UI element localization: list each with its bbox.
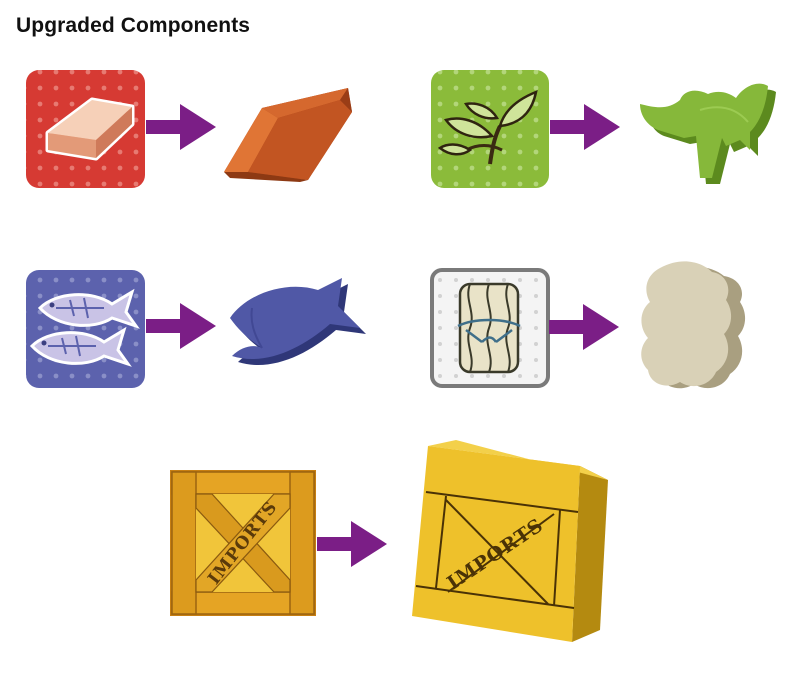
fish-icon [29, 288, 140, 367]
leaf-tile [431, 70, 549, 188]
leaf-icon [437, 89, 538, 165]
leaf-token [640, 83, 776, 184]
fish-tile [26, 270, 145, 388]
brick-token [224, 88, 352, 182]
transform-arrow [146, 104, 216, 150]
page-title: Upgraded Components [16, 14, 251, 37]
transform-arrow [317, 521, 387, 567]
transform-arrow [146, 303, 216, 349]
wool-token [641, 261, 746, 389]
fish-token [230, 278, 366, 366]
brick-tile [26, 70, 145, 188]
brick-icon [45, 97, 135, 161]
wool-bale-icon [457, 282, 521, 374]
crate-token: IMPORTS [412, 440, 608, 642]
wool-tile [430, 268, 550, 388]
transform-arrow [549, 304, 619, 350]
transform-arrow [550, 104, 620, 150]
crate-tile: IMPORTS [170, 470, 316, 616]
